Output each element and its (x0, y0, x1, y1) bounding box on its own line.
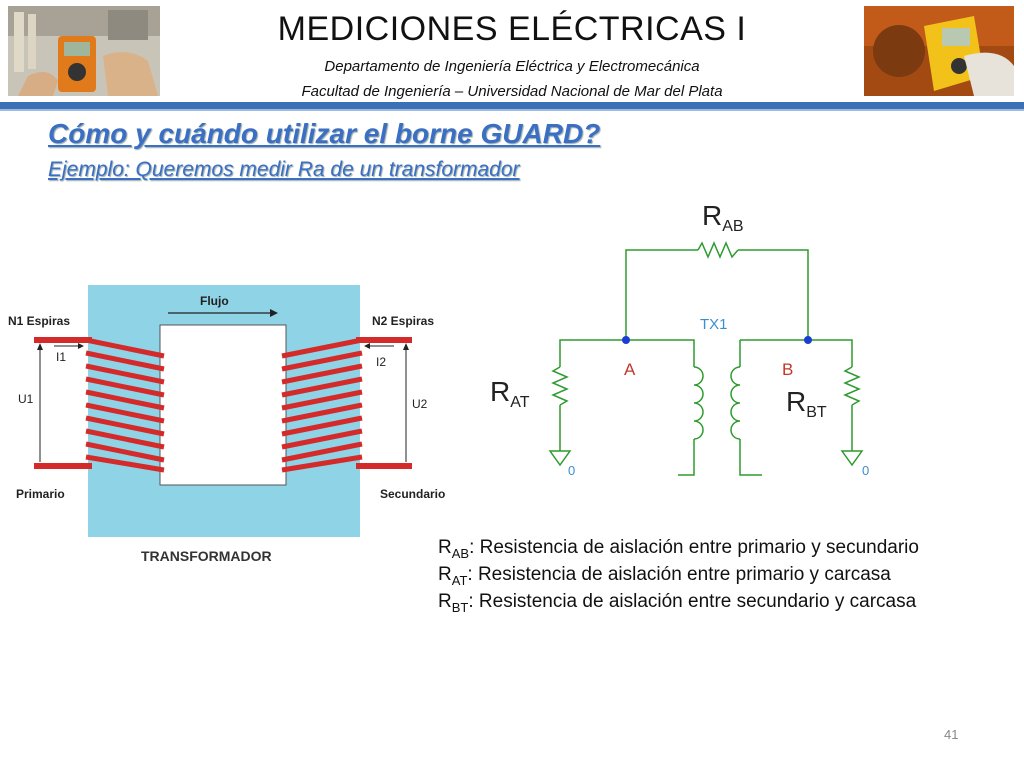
node-b-label: B (782, 360, 793, 379)
secondary-coil (730, 366, 741, 440)
faculty-subtitle: Facultad de Ingeniería – Universidad Nac… (301, 83, 723, 100)
ground-left-icon (548, 450, 572, 467)
ground-right-label: 0 (862, 463, 869, 478)
label-primario: Primario (16, 487, 65, 501)
node-a-label: A (624, 360, 636, 379)
label-i1: I1 (56, 350, 66, 364)
multimeter-photo-left (8, 6, 160, 96)
label-i2: I2 (376, 355, 386, 369)
transformer-caption: TRANSFORMADOR (141, 548, 272, 564)
legend-item-rab: RAB: Resistencia de aislación entre prim… (438, 537, 919, 561)
legend-text: : Resistencia de aislación entre primari… (467, 564, 891, 585)
r-at-label: RAT (490, 376, 530, 411)
label-flujo: Flujo (200, 294, 229, 308)
department-subtitle: Departamento de Ingeniería Eléctrica y E… (324, 58, 700, 75)
page-number: 41 (944, 727, 959, 742)
legend-symbol: R (438, 591, 452, 612)
legend-subscript: BT (451, 599, 469, 615)
legend-text: : Resistencia de aislación entre primari… (469, 537, 919, 558)
tx1-label: TX1 (700, 316, 728, 333)
label-u1: U1 (18, 392, 34, 406)
header-divider (0, 102, 1024, 109)
secondary-winding (281, 337, 363, 473)
legend-subscript: AT (451, 572, 468, 588)
page-title: MEDICIONES ELÉCTRICAS I (277, 10, 747, 48)
ground-right-icon (840, 450, 864, 467)
legend-symbol: R (438, 564, 452, 585)
slide-title: Cómo y cuándo utilizar el borne GUARD? (48, 118, 601, 149)
node-a-dot (622, 336, 630, 344)
node-b-dot (804, 336, 812, 344)
circuit-diagram: TX1 A B 0 0 RAB RAT RBT (490, 200, 869, 478)
ground-left-label: 0 (568, 463, 575, 478)
legend-item-rbt: RBT: Resistencia de aislación entre secu… (438, 591, 916, 615)
label-n2: N2 Espiras (372, 314, 434, 328)
transformer-diagram: Flujo N1 Espiras N2 Espiras I1 (8, 285, 445, 564)
primary-coil (693, 366, 704, 440)
legend-subscript: AB (451, 545, 470, 561)
legend-item-rat: RAT: Resistencia de aislación entre prim… (438, 564, 891, 588)
resistor-rab (697, 241, 739, 259)
core-window (159, 324, 287, 486)
resistor-rbt (843, 366, 861, 406)
label-u2: U2 (412, 397, 428, 411)
slide-subtitle: Ejemplo: Queremos medir Ra de un transfo… (48, 158, 520, 181)
legend-symbol: R (438, 537, 452, 558)
legend-text: : Resistencia de aislación entre secunda… (468, 591, 917, 612)
resistor-rat (551, 366, 569, 406)
r-bt-label: RBT (786, 386, 827, 421)
r-ab-label: RAB (702, 200, 744, 235)
label-secundario: Secundario (380, 487, 445, 501)
multimeter-photo-right (864, 6, 1014, 96)
primary-winding (85, 337, 165, 473)
label-n1: N1 Espiras (8, 314, 70, 328)
header-divider-light (0, 109, 1024, 111)
